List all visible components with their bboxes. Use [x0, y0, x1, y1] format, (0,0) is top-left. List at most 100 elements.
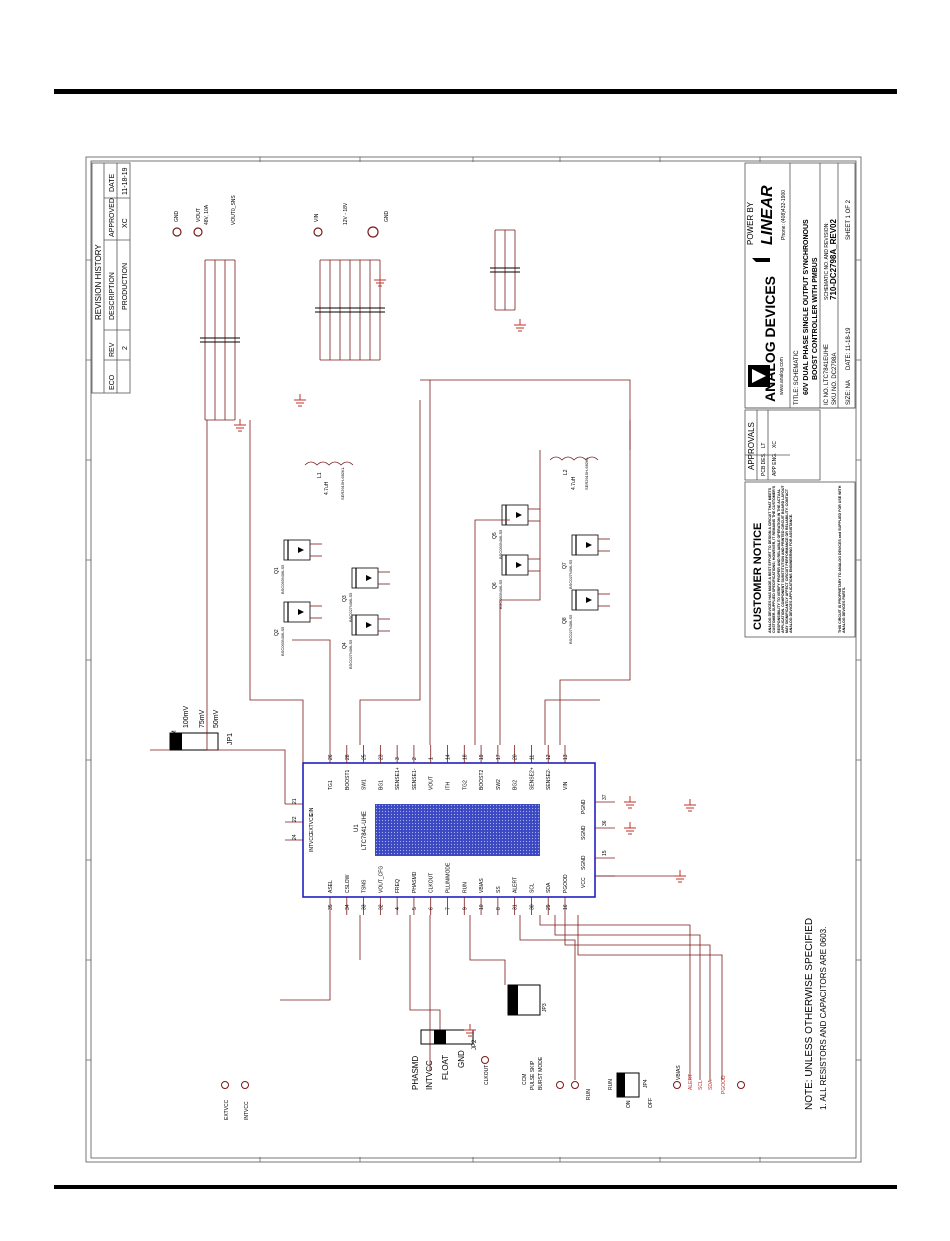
vout-terminal: VOUT 48V, 10A VOUT0_SNS GND: [172, 195, 237, 237]
ic-pin-num: 16: [563, 904, 569, 910]
notice-body: ANALOG DEVICES HAS MADE A BEST EFFORT TO…: [768, 485, 794, 633]
ic-pin-name: BG2: [513, 780, 519, 790]
mosfet-ref: Q1: [274, 567, 280, 574]
jp4-opt-1: ON: [626, 1100, 632, 1108]
output-capacitor-bank: [200, 259, 240, 421]
jp3-ref: JP3: [542, 1003, 548, 1012]
jp2-opt-1: INTVCC: [425, 1060, 434, 1090]
ic-pin-num: 2: [412, 757, 418, 760]
tp-alert[interactable]: [571, 1081, 579, 1089]
brand-name: LINEAR: [759, 185, 776, 245]
tp-run[interactable]: [556, 1081, 564, 1089]
jp4-label: RUN: [608, 1079, 614, 1090]
ic-pin-num: 9: [462, 907, 468, 910]
ic-pin-name: TG2: [462, 780, 468, 790]
wire-segment: [499, 450, 541, 745]
tp-scl-label: SCL: [698, 1080, 704, 1090]
ic-pin-name: RUN: [462, 882, 468, 893]
inductor-l2: L2 4.7uH SER2915H-682KL: [549, 456, 599, 490]
l2-value: 4.7uH: [571, 476, 577, 490]
ic-pin-num: 32: [378, 904, 384, 910]
ic-pin-num: 30: [529, 904, 535, 910]
ic-pin-name: PHASMD: [412, 871, 418, 893]
tp-sda-label: SDA: [708, 1079, 714, 1090]
ground-symbol: [674, 870, 686, 883]
jumper-jp1[interactable]: ILIM 100mV 75mV 50mV JP1: [169, 705, 234, 751]
ic-pin-name: PGOOD: [563, 874, 569, 893]
rev-row-desc: PRODUCTION: [122, 263, 129, 310]
wire-segment: [544, 699, 600, 745]
ic-pin-num: 10: [479, 904, 485, 910]
date: DATE: 11-18-19: [846, 327, 852, 370]
customer-notice: CUSTOMER NOTICE ANALOG DEVICES HAS MADE …: [744, 481, 856, 638]
jp1-ref: JP1: [227, 733, 234, 745]
tp-clkout[interactable]: [481, 1056, 489, 1064]
ic-pin-name: BOOST1: [345, 769, 351, 790]
jp1-opt-3: 50mV: [213, 709, 220, 728]
ic-pin-num: 35: [328, 904, 334, 910]
mosfet-ref: Q5: [492, 532, 498, 539]
powered-by: POWER BY: [746, 201, 755, 245]
ic-pin-num: 34: [345, 904, 351, 910]
ic-pin-num: 20: [513, 754, 519, 760]
tp-run-label: RUN: [586, 1089, 592, 1100]
wire-segment: [577, 915, 723, 1080]
input-capacitor-bank: [315, 229, 520, 361]
rev-row-date: 11-18-19: [122, 167, 129, 195]
ic-u1: U1 LTC7841-UHE: [302, 762, 596, 898]
rev-header-desc: DESCRIPTION: [109, 272, 116, 320]
ic-pin-name: VCC: [581, 877, 587, 888]
mosfet-ref: Q6: [492, 582, 498, 589]
tp-intvcc[interactable]: [241, 1081, 249, 1089]
wire-segment: [519, 915, 576, 1080]
wire-segment: [559, 420, 631, 745]
jumper-jp4[interactable]: RUN ON OFF JP4: [608, 1072, 654, 1108]
ic-pin-num: 19: [479, 754, 485, 760]
approvals-pcb-val: LT: [761, 443, 767, 448]
jumper-jp3[interactable]: CCM PULSE SKIP BURST MODE JP3: [507, 984, 548, 1090]
wire-segment: [359, 400, 421, 745]
ic-pin-name: VBIAS: [479, 878, 485, 893]
ic-pin-num: 18: [462, 754, 468, 760]
ic-pin-name: PLLIN/MODE: [446, 862, 452, 893]
ic-no: IC NO. LTC7841EUHE: [824, 344, 830, 405]
tp-pgood[interactable]: [737, 1081, 745, 1089]
jp4-ref: JP4: [643, 1079, 649, 1088]
ic-pin-name: BOOST2: [479, 769, 485, 790]
ic-pin-name: TG1: [328, 780, 334, 790]
ground-symbol: [684, 799, 696, 812]
jp3-opt-2: BURST MODE: [538, 1056, 544, 1090]
jp1-label: ILIM: [172, 730, 178, 742]
ic-pin-name: ASEL: [328, 880, 334, 893]
bottom-rule: [54, 1185, 897, 1189]
tp-vbias[interactable]: [673, 1081, 681, 1089]
ground-symbol: [294, 394, 306, 407]
ic-pin-num: 1: [429, 757, 435, 760]
ic-pin-num: 7: [446, 907, 452, 910]
approvals-block: APPROVALS PCB DES. LT APP ENG. XC: [744, 409, 821, 481]
vout-label: VOUT: [196, 208, 202, 222]
tp-intvcc-label: INTVCC: [244, 1101, 250, 1120]
tp-extvcc[interactable]: [221, 1081, 229, 1089]
title-line-1: 60V DUAL PHASE SINGLE OUTPUT SYNCHRONOUS: [803, 219, 810, 395]
sch-no: 710-DC2798A_REV02: [829, 219, 838, 300]
linear-logo-mark: [752, 258, 770, 262]
mosfet-part: BSC093N06LS5: [498, 529, 503, 559]
ic-pin-name: VIN: [563, 781, 569, 790]
jp3-opt-1: PULSE SKIP: [530, 1060, 536, 1090]
size: SIZE: NA: [846, 380, 852, 405]
top-rule: [54, 89, 897, 94]
sheet-num: SHEET 1 OF 2: [846, 199, 852, 240]
sheet-inner-border: [90, 160, 857, 1159]
ic-pin-name: SENSE1-: [412, 768, 418, 790]
inductor-l1: L1 4.7uH SER2915H-682KL: [304, 461, 354, 500]
note-line-1: 1. ALL RESISTORS AND CAPACITORS ARE 0603…: [819, 927, 828, 1110]
vout-spec: 48V, 10A: [204, 204, 210, 225]
l1-part: SER2915H-682KL: [340, 466, 345, 500]
jumper-jp2[interactable]: PHASMD INTVCC FLOAT GND JP2: [411, 1029, 478, 1090]
ic-pin-num: 23: [378, 754, 384, 760]
